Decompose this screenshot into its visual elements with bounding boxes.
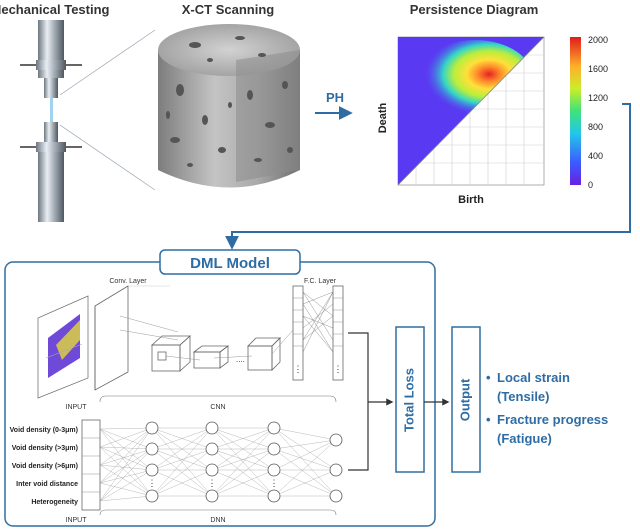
colorbar-tick: 1200	[588, 93, 608, 103]
ph-label: PH	[326, 90, 344, 105]
output-label: Output	[457, 378, 472, 421]
dnn-name-label: DNN	[210, 517, 225, 524]
dnn-input-feature: Void density (>6μm)	[12, 463, 78, 470]
flow-connector-arrow	[225, 103, 631, 250]
colorbar	[570, 37, 581, 185]
dnn-input-label: INPUT	[66, 517, 88, 524]
colorbar-tick: 0	[588, 180, 593, 190]
svg-text:⋮: ⋮	[334, 364, 343, 374]
total-loss-box	[395, 326, 425, 473]
result-local-strain: Local strain	[497, 370, 570, 385]
mechanical-testing-title: Mechanical Testing	[0, 2, 110, 17]
cnn-ellipsis: ....	[236, 355, 245, 364]
ct-specimen-cylinder	[158, 24, 300, 188]
result-bullet: •	[486, 370, 491, 385]
cnn-input-label: INPUT	[66, 404, 88, 411]
conv-layer-label: Conv. Layer	[109, 278, 147, 285]
svg-text:⋮: ⋮	[294, 364, 303, 374]
cnn-block: .... ⋮ ⋮	[37, 285, 344, 399]
dnn-input-feature: Void density (>3μm)	[12, 445, 78, 452]
merge-bracket	[348, 332, 369, 471]
fc-layer-label: F.C. Layer	[304, 278, 337, 285]
svg-text:⋮: ⋮	[270, 478, 279, 488]
colorbar-tick: 800	[588, 122, 603, 132]
dml-title: DML Model	[190, 255, 270, 272]
dnn-input-feature: Heterogeneity	[31, 499, 78, 506]
dml-title-box	[159, 249, 301, 275]
persistence-diagram-plot	[397, 36, 545, 186]
tensile-machine-illustration	[20, 20, 82, 222]
persistence-diagram-title: Persistence Diagram	[410, 2, 539, 17]
result-fatigue: (Fatigue)	[497, 431, 552, 446]
dnn-brace	[99, 509, 337, 516]
dnn-input-feature: Void density (0-3μm)	[10, 427, 78, 434]
xct-scanning-title: X-CT Scanning	[182, 2, 275, 17]
colorbar-tick: 1600	[588, 64, 608, 74]
cnn-brace	[99, 395, 337, 403]
result-bullet: •	[486, 412, 491, 427]
y-axis-label: Death	[377, 102, 389, 133]
colorbar-tick: 400	[588, 151, 603, 161]
cnn-name-label: CNN	[210, 404, 225, 411]
total-loss-label: Total Loss	[401, 368, 416, 432]
result-fracture-progress: Fracture progress	[497, 412, 608, 427]
zoom-line	[59, 29, 156, 96]
x-axis-label: Birth	[458, 194, 484, 206]
zoom-line	[59, 124, 156, 191]
svg-text:⋮: ⋮	[208, 478, 217, 488]
result-tensile: (Tensile)	[497, 389, 550, 404]
svg-text:⋮: ⋮	[148, 478, 157, 488]
colorbar-tick: 2000	[588, 35, 608, 45]
dnn-input-feature: Inter void distance	[16, 481, 78, 488]
dnn-block: ⋮ ⋮ ⋮	[81, 419, 343, 511]
output-box	[451, 326, 481, 473]
